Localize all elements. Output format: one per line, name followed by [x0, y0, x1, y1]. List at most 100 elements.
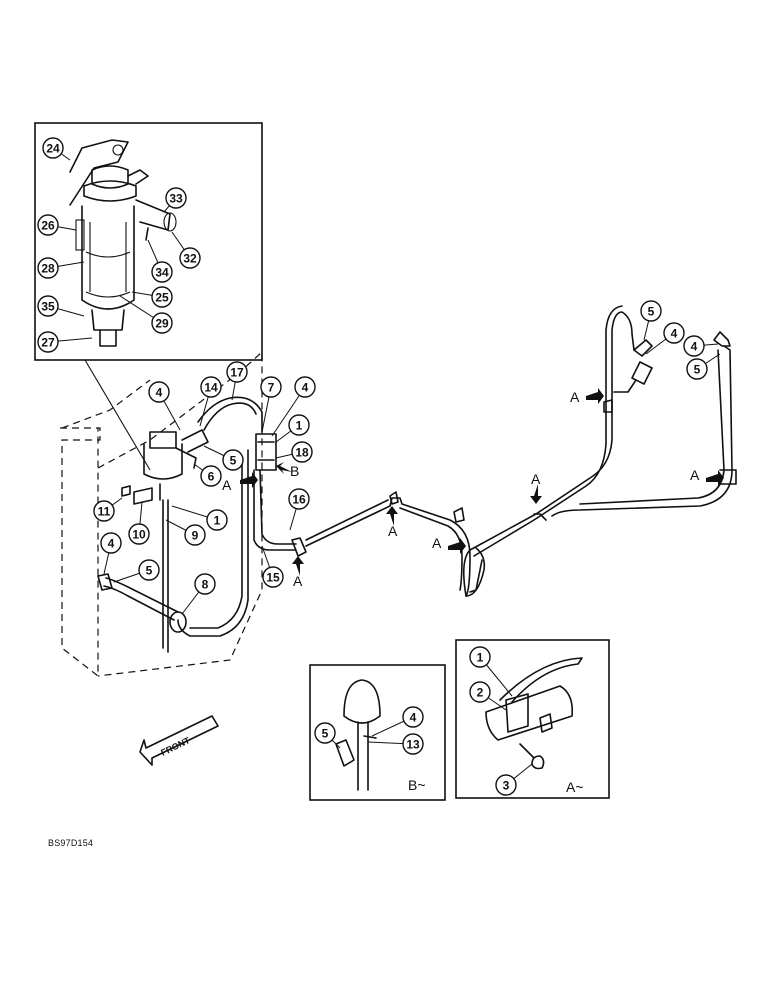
callout-circle	[469, 681, 491, 703]
callout-inset-filter-9: 29	[119, 295, 173, 334]
callout-number: 28	[41, 262, 55, 276]
ref-label-a: A	[222, 477, 232, 493]
callout-circle	[495, 774, 517, 796]
callout-number: 6	[208, 470, 215, 484]
main-assembly	[60, 305, 737, 678]
callout-circle	[222, 449, 244, 471]
callout-circle	[151, 261, 173, 283]
callout-main-6: 1	[275, 414, 310, 443]
callout-main-1: 4	[148, 381, 181, 431]
callout-circle	[683, 335, 705, 357]
outlet-fitting	[135, 199, 171, 231]
callout-number: 5	[230, 454, 237, 468]
callout-circle	[37, 257, 59, 279]
callout-circle	[165, 187, 187, 209]
callout-inset-filter-4: 32	[171, 231, 201, 269]
detail-a-frame	[455, 639, 610, 799]
callout-main-15: 4	[100, 532, 122, 575]
callout-circle	[262, 566, 284, 588]
callout-inset-filter-10: 27	[37, 331, 93, 353]
callout-inset-filter-2: 33	[163, 187, 187, 213]
fitting-right-4	[713, 331, 731, 347]
callout-number: 5	[146, 564, 153, 578]
callout-number: 5	[322, 727, 329, 741]
callout-circle	[469, 646, 491, 668]
callout-circle	[148, 381, 170, 403]
callout-main-19: 5	[640, 300, 662, 341]
callout-main-13: 1	[171, 505, 228, 531]
callout-number: 14	[204, 381, 218, 395]
callout-circle	[288, 488, 310, 510]
filter-head	[91, 165, 129, 189]
callout-detail-b-1: 5	[314, 722, 341, 749]
callout-number: 11	[98, 505, 111, 519]
callout-circle	[686, 358, 708, 380]
component-18	[255, 433, 277, 471]
detail-b-frame	[309, 664, 446, 801]
callout-number: 4	[691, 340, 698, 354]
ref-label-a: A	[570, 389, 580, 405]
drawing-code: BS97D154	[48, 838, 94, 848]
callout-circle	[291, 441, 313, 463]
callout-number: 13	[406, 738, 420, 752]
callout-circle	[294, 376, 316, 398]
callout-number: 9	[192, 529, 199, 543]
callout-circle	[93, 500, 115, 522]
callout-number: 1	[214, 514, 221, 528]
callout-number: 7	[268, 381, 275, 395]
mounting-bracket	[69, 139, 129, 206]
callout-number: 2	[477, 686, 484, 700]
callout-number: 3	[503, 779, 510, 793]
ref-label-a: A	[388, 523, 398, 539]
callout-circle	[402, 706, 424, 728]
callout-inset-filter-8: 35	[37, 295, 85, 317]
drain-plug	[99, 329, 117, 347]
ref-label-a: A	[531, 471, 541, 487]
callout-circle	[179, 247, 201, 269]
callout-inset-filter-6: 34	[147, 239, 173, 283]
callout-main-16: 5	[113, 559, 160, 583]
callout-number: 27	[41, 336, 55, 350]
bolt-11	[121, 485, 131, 497]
callout-number: 26	[41, 219, 55, 233]
callout-main-17: 15	[261, 545, 284, 588]
callout-number: 16	[292, 493, 306, 507]
callout-main-22: 5	[686, 353, 721, 380]
callout-detail-a-1: 1	[469, 646, 513, 697]
callout-main-3: 17	[226, 361, 248, 401]
callout-number: 5	[694, 363, 701, 377]
callout-circle	[402, 733, 424, 755]
detail-a-inset: A~	[455, 639, 610, 799]
callout-circle	[640, 300, 662, 322]
callout-inset-filter-1: 24	[42, 137, 71, 161]
callout-circle	[184, 524, 206, 546]
callout-circle	[206, 509, 228, 531]
callout-main-7: 18	[275, 441, 313, 463]
callout-number: 4	[108, 537, 115, 551]
callout-circle	[663, 322, 685, 344]
callout-number: 1	[477, 651, 484, 665]
callout-circle	[151, 286, 173, 308]
hose-15	[253, 469, 297, 551]
callout-main-21: 4	[683, 335, 719, 357]
callout-main-18: 8	[181, 573, 216, 615]
callout-main-8: 5	[203, 445, 244, 471]
callout-inset-filter-3: 26	[37, 214, 77, 236]
callout-circle	[138, 559, 160, 581]
callout-circle	[260, 376, 282, 398]
section-b-label: B~	[408, 777, 426, 793]
callout-number: 15	[266, 571, 280, 585]
callout-main-12: 10	[128, 501, 150, 545]
callout-circle	[200, 465, 222, 487]
callout-number: 10	[132, 528, 146, 542]
callout-number: 34	[155, 266, 169, 280]
callout-detail-b-2: 4	[371, 706, 424, 737]
callout-number: 4	[156, 386, 163, 400]
fitting-right-5	[633, 339, 653, 357]
callout-number: 29	[155, 317, 169, 331]
callout-number: 4	[410, 711, 417, 725]
callout-main-2: 14	[199, 376, 222, 427]
callout-number: 8	[202, 578, 209, 592]
callout-circle	[151, 312, 173, 334]
